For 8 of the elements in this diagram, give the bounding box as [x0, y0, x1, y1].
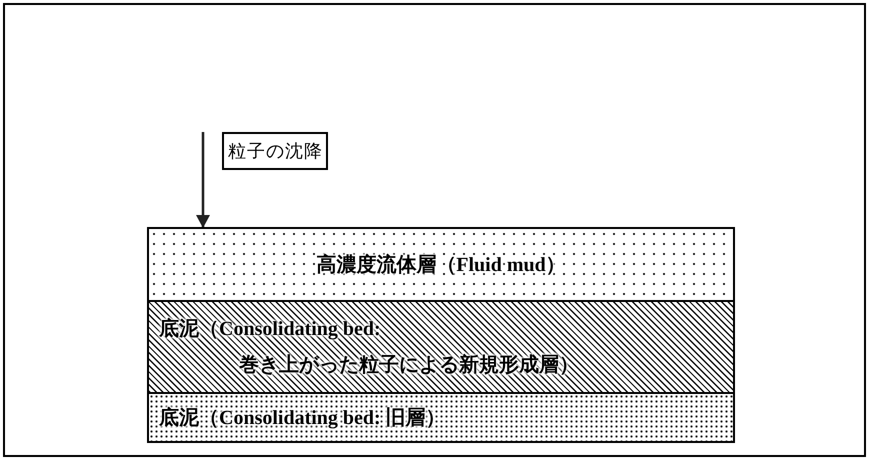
label-box [222, 132, 328, 170]
old-bed-layer [147, 392, 735, 443]
layer-label: 粒子の沈降 [228, 140, 323, 164]
layer-label: 底泥（Consolidating bed: 旧層） [159, 406, 446, 430]
layer-label: 高濃度流体層（Fluid mud） [316, 252, 566, 278]
arrow [196, 132, 210, 228]
new-bed-layer [147, 300, 735, 394]
fluid-mud-layer [147, 227, 735, 302]
